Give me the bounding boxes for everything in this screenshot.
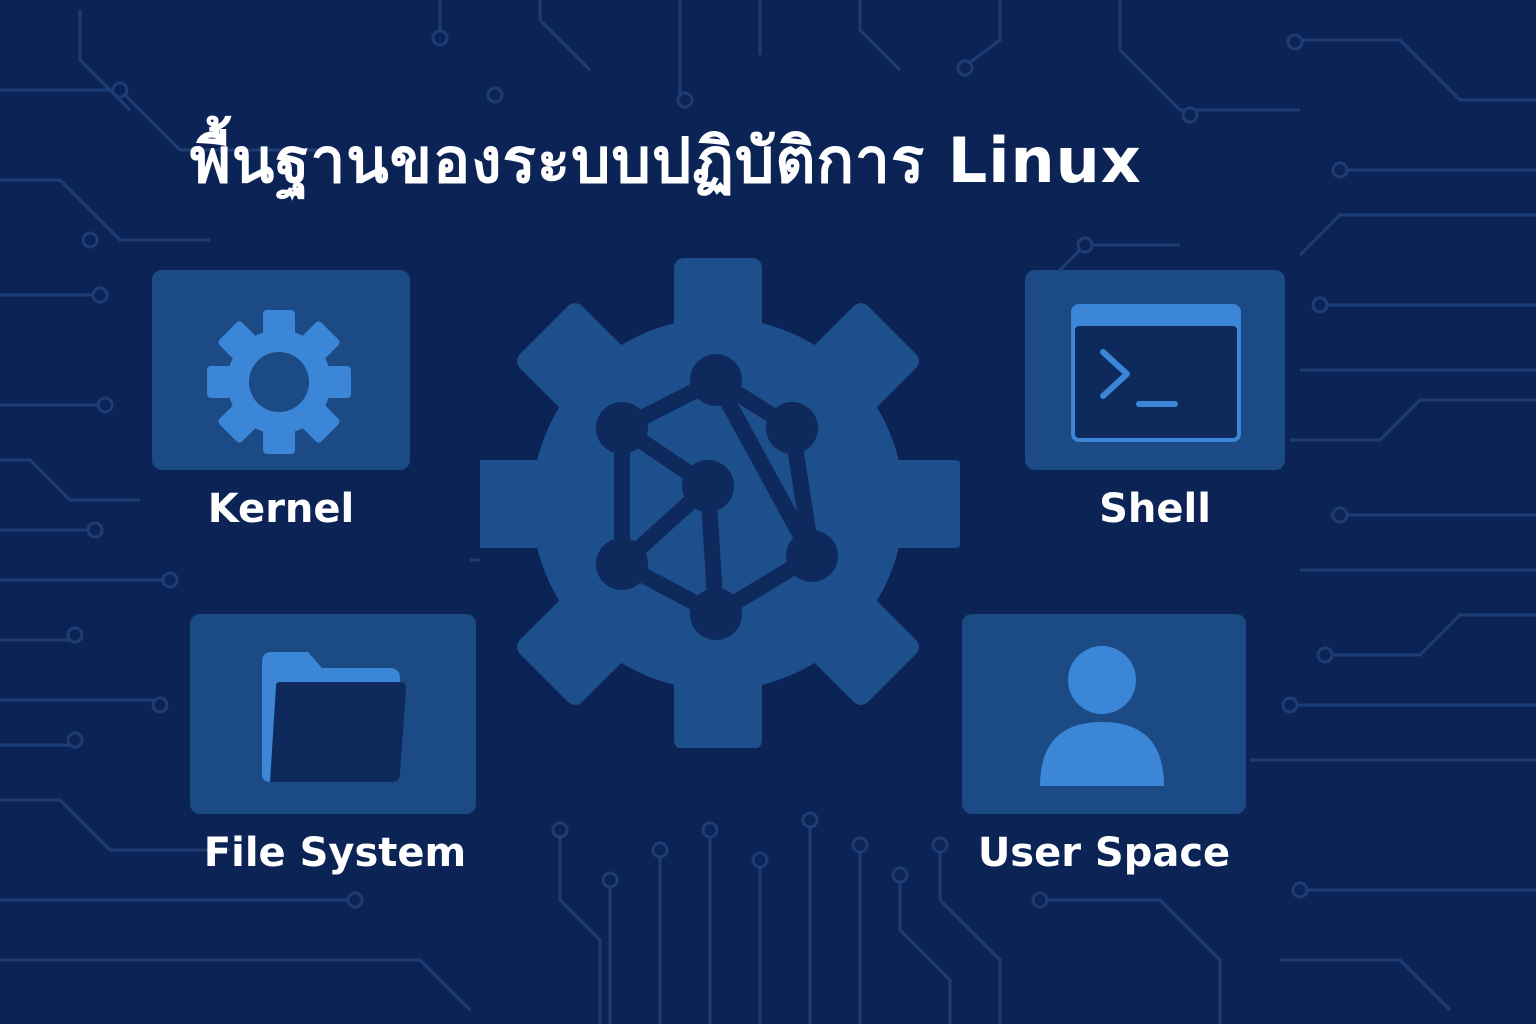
shell-card [1025, 270, 1285, 470]
userspace-label: User Space [977, 830, 1231, 876]
filesystem-label: File System [203, 830, 467, 876]
folder-icon [262, 652, 406, 782]
shell-label: Shell [1099, 486, 1211, 532]
kernel-card [152, 270, 410, 470]
gear-network-icon [480, 258, 960, 748]
filesystem-card [190, 614, 476, 814]
user-icon [1040, 646, 1164, 786]
page-title: พื้นฐานของระบบปฏิบัติการ Linux [190, 124, 1142, 197]
userspace-card [962, 614, 1246, 814]
kernel-label: Kernel [207, 486, 355, 532]
gear-icon [207, 310, 351, 454]
terminal-icon [1071, 304, 1241, 442]
